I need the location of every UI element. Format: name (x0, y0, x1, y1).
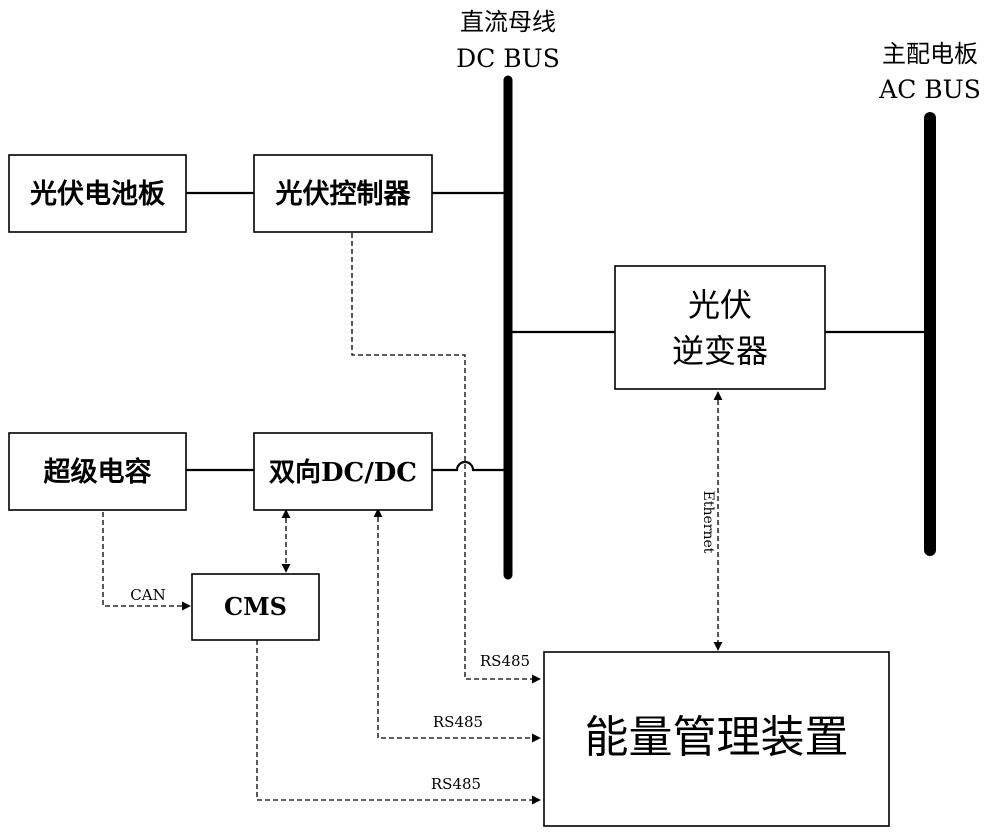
dc-bus-label-cn: 直流母线 (460, 8, 556, 36)
rs485-label-pv-controller: RS485 (480, 652, 530, 670)
dcdc-rs485-link (373, 508, 541, 743)
pv-inverter-block: 光伏 逆变器 (614, 265, 826, 390)
bidirectional-dcdc-block: 双向DC/DC (253, 432, 433, 511)
can-link-label: CAN (130, 586, 165, 604)
energy-management-block: 能量管理装置 (543, 651, 890, 827)
supercapacitor-block: 超级电容 (8, 432, 187, 511)
pv-inverter-label-line2: 逆变器 (672, 332, 768, 370)
cms-label: CMS (224, 592, 287, 621)
ethernet-link-label: Ethernet (700, 491, 716, 554)
pv-inverter-label-line1: 光伏 (688, 286, 752, 324)
rs485-label-dcdc: RS485 (433, 713, 483, 731)
pv-controller-label: 光伏控制器 (275, 179, 412, 210)
dcdc-to-dc-bus-line (432, 460, 504, 472)
dc-bus-label-en: DC BUS (456, 44, 560, 73)
cms-rs485-link (256, 640, 541, 805)
pv-panel-block: 光伏电池板 (8, 154, 187, 233)
pv-panel-label: 光伏电池板 (29, 179, 165, 210)
supercapacitor-label: 超级电容 (44, 456, 152, 488)
supercap-can-link (102, 512, 191, 611)
energy-management-label: 能量管理装置 (585, 712, 849, 763)
ac-bus-label-cn: 主配电板 (882, 40, 978, 68)
pv-controller-block: 光伏控制器 (253, 154, 433, 233)
rs485-label-cms: RS485 (431, 775, 481, 793)
ac-bus-label-en: AC BUS (878, 75, 981, 104)
bidirectional-dcdc-label: 双向DC/DC (269, 457, 417, 488)
cms-block: CMS (191, 573, 320, 641)
